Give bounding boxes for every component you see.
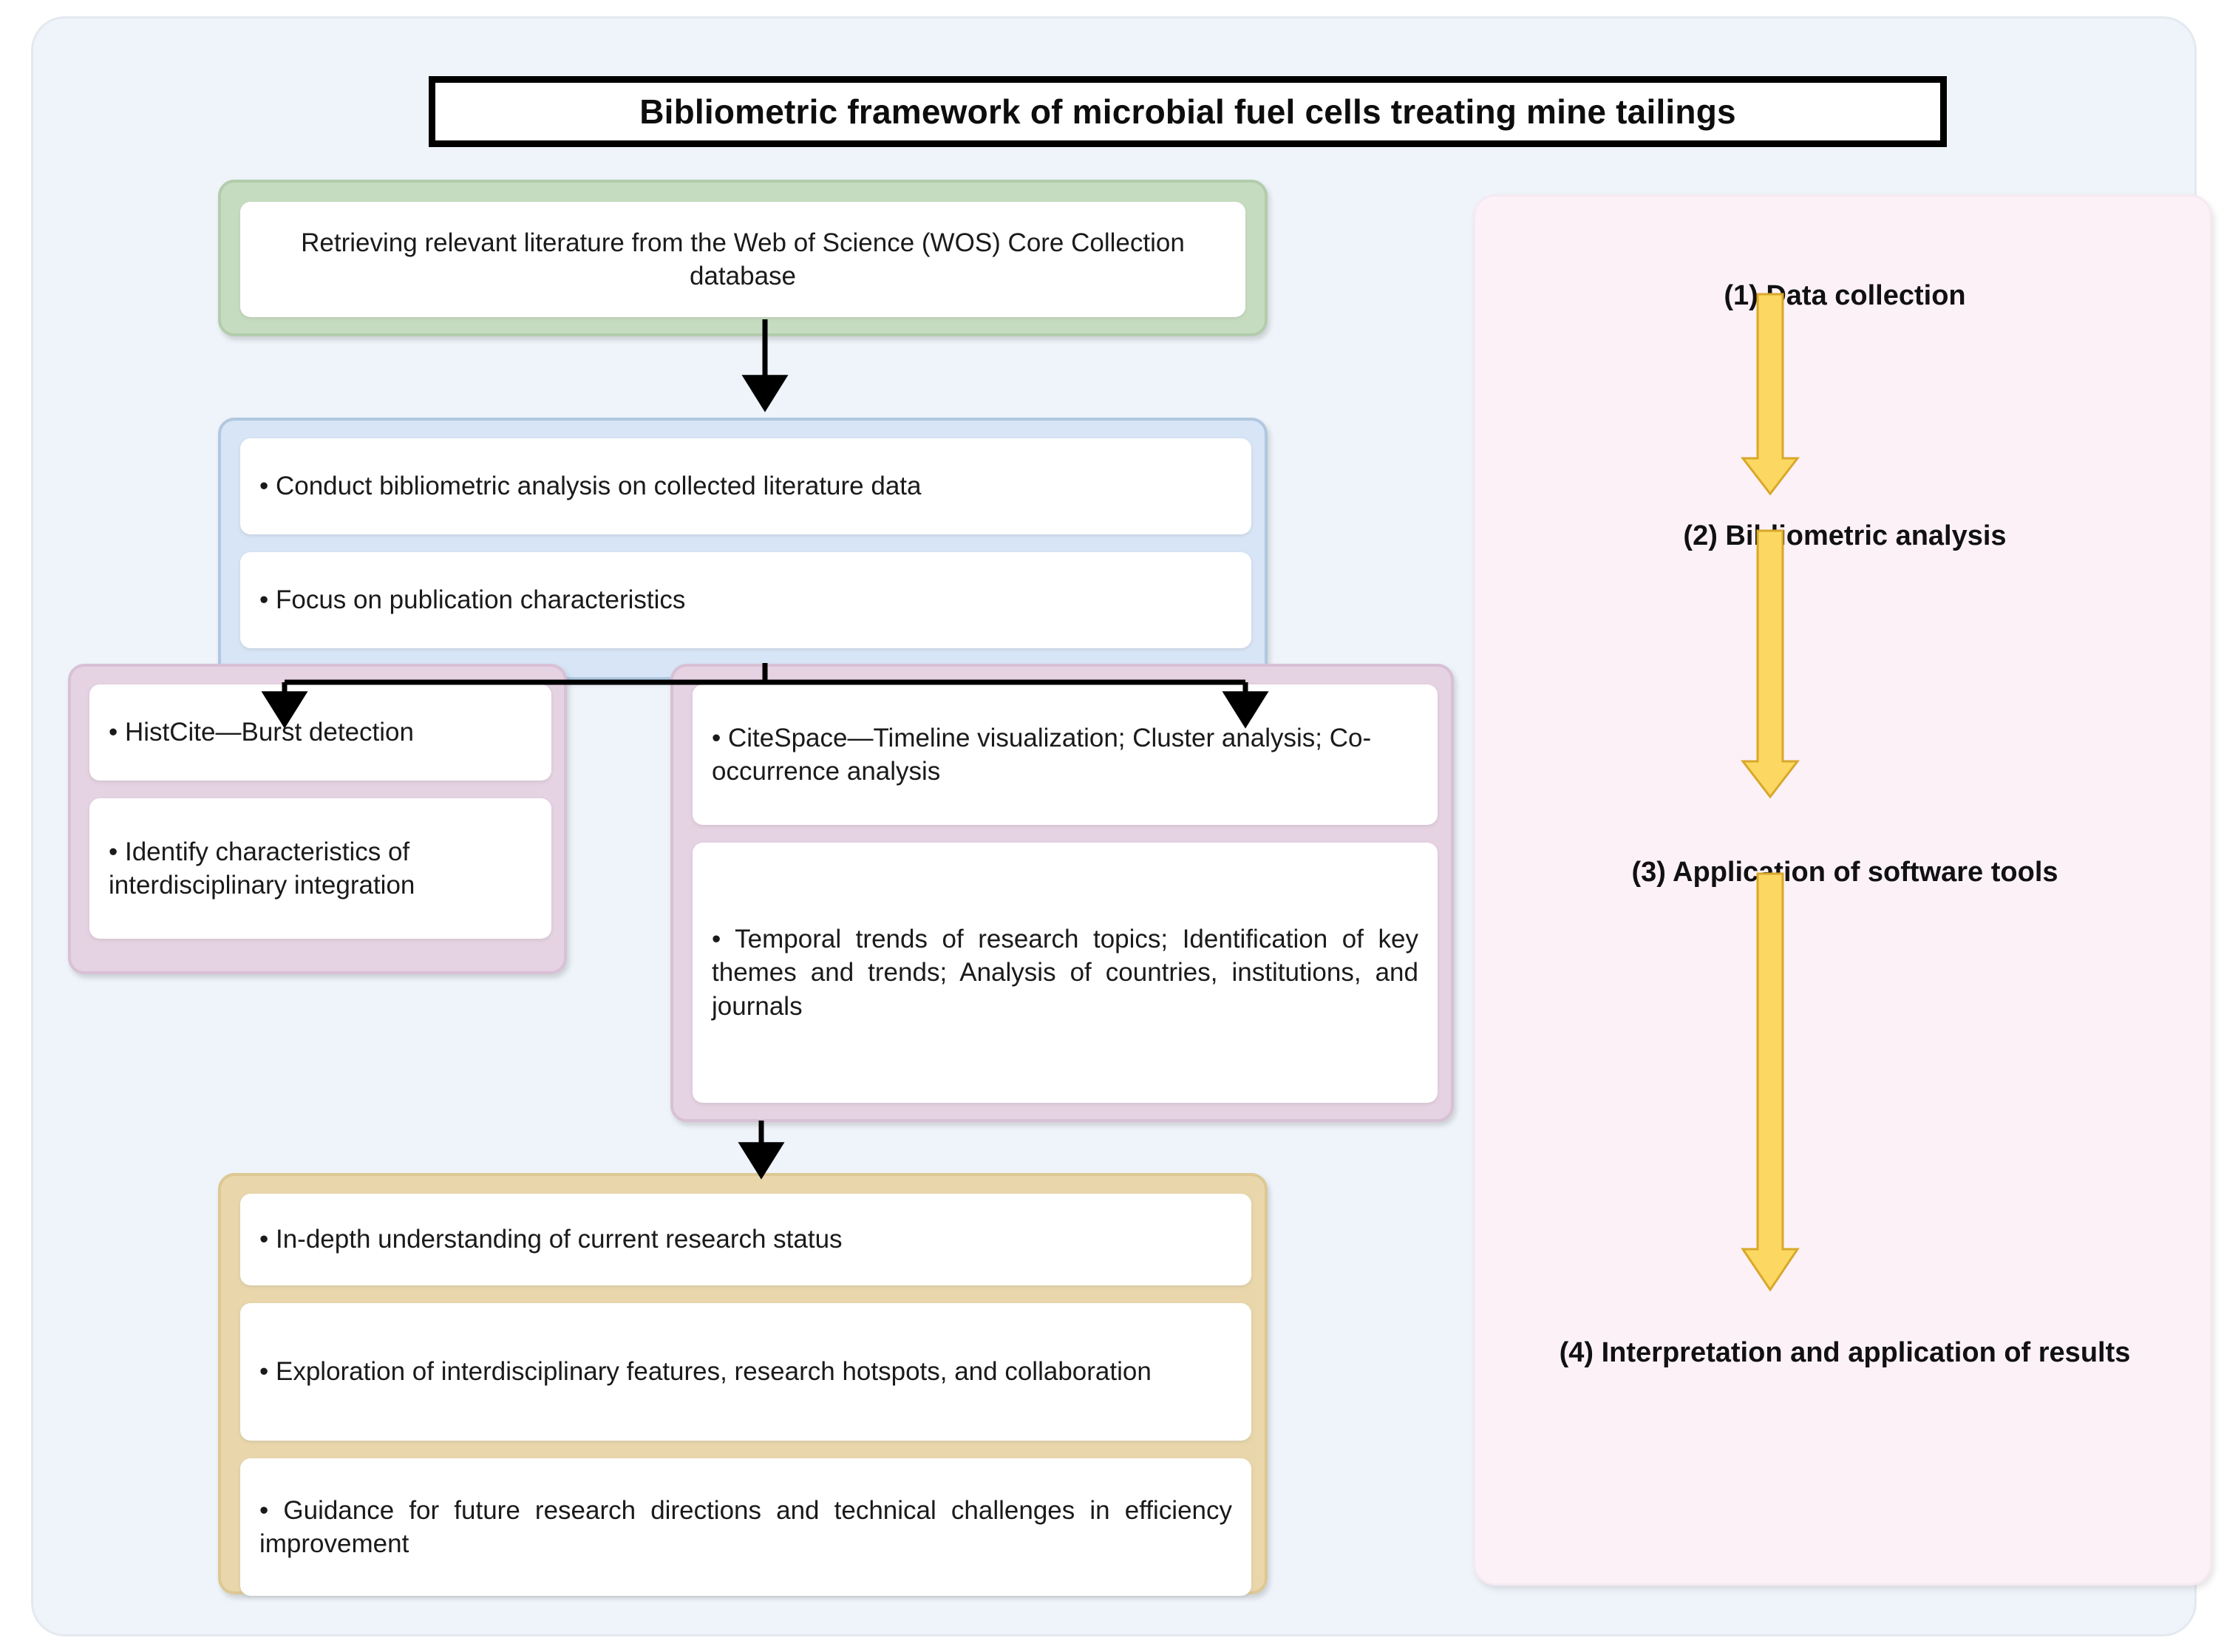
stage-label-4: (4) Interpretation and application of re… xyxy=(1559,1337,2131,1368)
citespace-group: • CiteSpace—Timeline visualization; Clus… xyxy=(670,664,1454,1122)
outcomes-group: • In-depth understanding of current rese… xyxy=(218,1173,1268,1596)
analysis-card-1-text: • Conduct bibliometric analysis on colle… xyxy=(259,472,922,501)
citespace-card-2-text: • Temporal trends of research topics; Id… xyxy=(712,924,1418,1021)
outcomes-card-2: • Exploration of interdisciplinary featu… xyxy=(240,1303,1251,1441)
analysis-card-2: • Focus on publication characteristics xyxy=(240,552,1251,648)
histcite-card-1: • HistCite—Burst detection xyxy=(89,684,551,781)
outcomes-card-2-text: • Exploration of interdisciplinary featu… xyxy=(259,1357,1152,1387)
data-source-group: Retrieving relevant literature from the … xyxy=(218,180,1268,336)
outcomes-card-3-text: • Guidance for future research direction… xyxy=(259,1495,1232,1559)
histcite-group: • HistCite—Burst detection • Identify ch… xyxy=(68,664,567,974)
histcite-card-2-text: • Identify characteristics of interdisci… xyxy=(109,837,415,900)
analysis-group: • Conduct bibliometric analysis on colle… xyxy=(218,418,1268,680)
stage-label-1: (1) Data collection xyxy=(1724,280,1966,311)
outcomes-card-3: • Guidance for future research direction… xyxy=(240,1458,1251,1596)
stages-panel: (1) Data collection (2) Bibliometric ana… xyxy=(1473,194,2212,1585)
data-source-card-text: Retrieving relevant literature from the … xyxy=(301,228,1185,291)
citespace-card-1-text: • CiteSpace—Timeline visualization; Clus… xyxy=(712,723,1372,786)
histcite-card-2: • Identify characteristics of interdisci… xyxy=(89,798,551,939)
data-source-card: Retrieving relevant literature from the … xyxy=(240,202,1245,317)
outcomes-card-1: • In-depth understanding of current rese… xyxy=(240,1194,1251,1285)
analysis-card-1: • Conduct bibliometric analysis on colle… xyxy=(240,438,1251,534)
page-title: Bibliometric framework of microbial fuel… xyxy=(639,92,1736,131)
stage-label-2: (2) Bibliometric analysis xyxy=(1683,520,2007,551)
stage-label-3: (3) Application of software tools xyxy=(1631,857,2058,888)
diagram-canvas: Bibliometric framework of microbial fuel… xyxy=(31,16,2212,1636)
histcite-card-1-text: • HistCite—Burst detection xyxy=(109,718,414,747)
citespace-card-2: • Temporal trends of research topics; Id… xyxy=(693,843,1438,1103)
citespace-card-1: • CiteSpace—Timeline visualization; Clus… xyxy=(693,684,1438,825)
outcomes-card-1-text: • In-depth understanding of current rese… xyxy=(259,1225,843,1254)
analysis-card-2-text: • Focus on publication characteristics xyxy=(259,585,686,615)
diagram-title-box: Bibliometric framework of microbial fuel… xyxy=(429,76,1947,147)
